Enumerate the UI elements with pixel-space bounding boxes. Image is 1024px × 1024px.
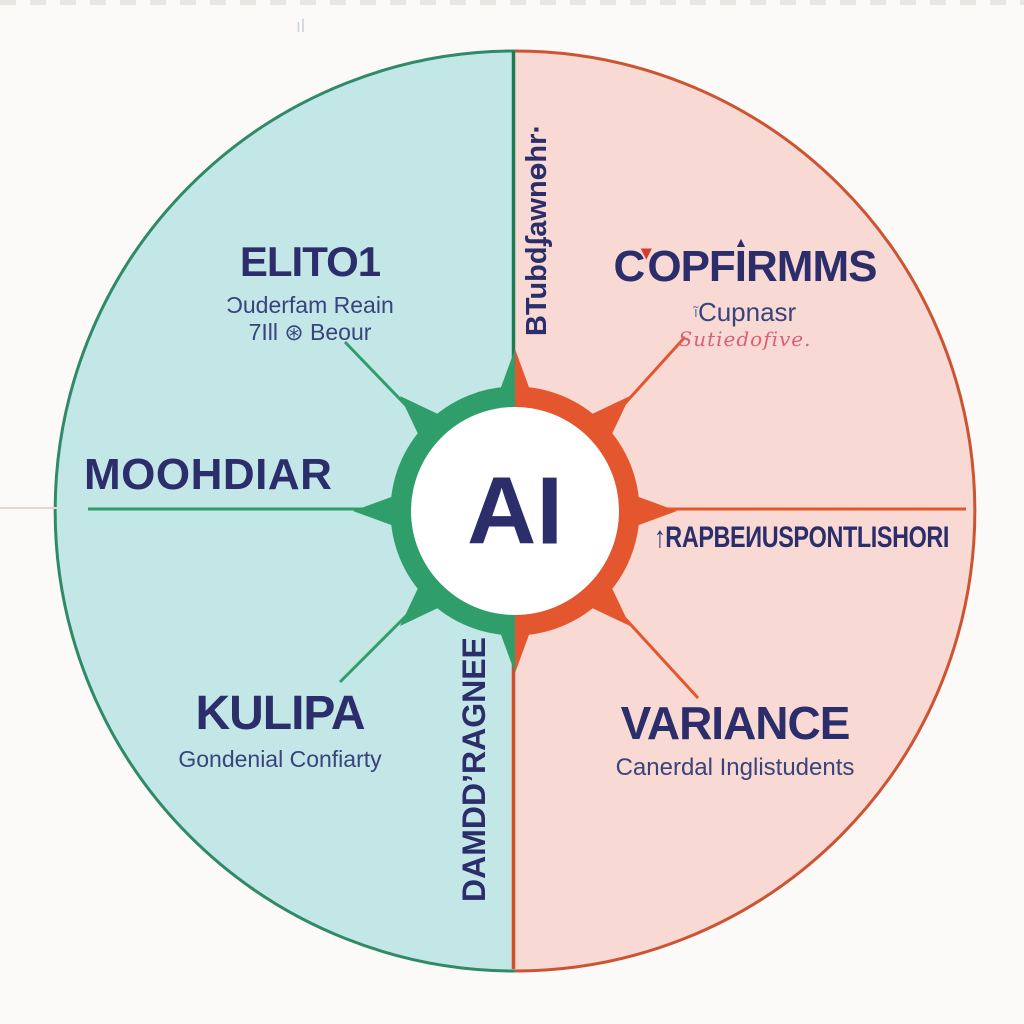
confirms-subtitle-text: Cupnasr	[697, 297, 797, 327]
arrow-i-cap: ▲	[733, 234, 748, 250]
rapbe-title-text: RAPBEИUSPONTLISHORI	[665, 521, 950, 554]
left-half-outline	[53, 49, 516, 973]
flare-right	[636, 496, 677, 526]
flare-lower-left	[400, 586, 440, 626]
red-triangle-mark: ▾	[641, 242, 651, 264]
center-white-circle	[411, 407, 619, 615]
section-title-moohdiar: MOOHDIAR	[84, 450, 333, 499]
flare-upper-left	[400, 396, 440, 436]
confirms-title-part3: RMMS	[746, 242, 877, 291]
flare-bottom-green	[500, 632, 515, 673]
subtitle-tick-mark: ĩ	[693, 304, 698, 321]
right-half-outline	[514, 49, 977, 973]
elito-subtitle-line2: 7Ill ⊛ Beour	[248, 319, 372, 345]
flare-lower-right	[590, 586, 630, 626]
center-ring-left-green	[390, 386, 516, 636]
section-title-rapbenuspontlishori: ↑RAPBEИUSPONTLISHORI	[654, 521, 949, 555]
section-title-kulipa: KULIPA	[195, 687, 365, 740]
center-ai-label: AI	[467, 457, 563, 565]
variance-subtitle: Canerdal Inglistudents	[615, 754, 855, 781]
flare-top-orange	[515, 349, 530, 390]
up-arrow-icon: ↑	[654, 521, 666, 554]
center-ring-right-orange	[514, 386, 640, 636]
section-title-elito: ELITO1	[239, 238, 381, 285]
confirms-script-line: Sutiedofive.	[678, 327, 812, 351]
left-half-teal-region	[55, 51, 516, 971]
flare-bottom-orange	[515, 632, 530, 673]
arrow-i-stem: I	[734, 242, 747, 291]
confirms-subtitle: ĩCupnasr	[575, 297, 915, 328]
flare-top-green	[500, 349, 515, 390]
right-half-pink-region	[515, 51, 975, 971]
artifact-smudge: ıl	[296, 16, 305, 36]
confirms-title-part2: OPF	[647, 242, 735, 291]
confirms-title-part1: C	[613, 242, 646, 291]
section-title-confirms: C▾OPF▲IRMMS	[575, 234, 915, 292]
vertical-label-bottom: DAMDDʼRAGNEE	[456, 637, 492, 902]
flare-upper-right	[590, 396, 630, 436]
elito-subtitle-line1: Ɔuderfam Reain	[226, 292, 394, 318]
vertical-label-top: BTubdʄawnɵhr·	[521, 123, 553, 337]
kulipa-subtitle: Gondenial Confiarty	[178, 746, 382, 772]
top-edge-artifact-dashes	[0, 0, 1024, 5]
section-title-variance: VARIANCE	[620, 697, 851, 749]
flare-left	[353, 496, 394, 526]
arrow-i-glyph: ▲I	[734, 234, 748, 292]
